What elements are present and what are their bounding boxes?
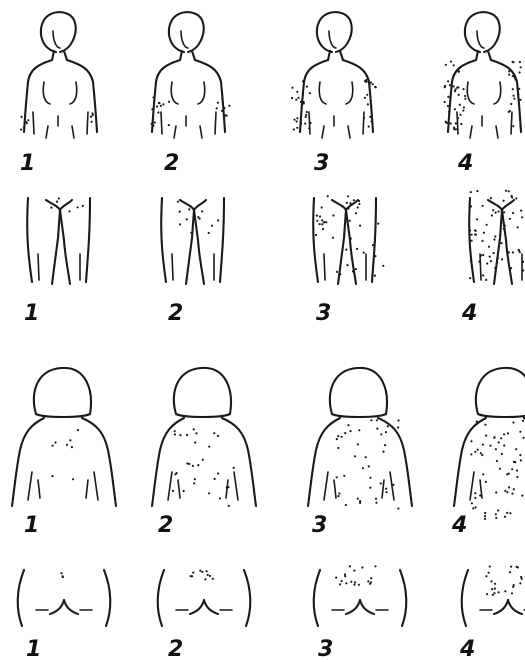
back-label-2: 2	[158, 513, 173, 538]
legs-figure-4	[469, 198, 525, 284]
legs-label-3: 3	[316, 301, 331, 326]
lower-back-label-4: 4	[459, 637, 475, 662]
chest-label-3: 3	[314, 151, 329, 176]
chest-figure-3	[300, 12, 373, 138]
legs-figure-1	[27, 198, 90, 284]
row-lower-back	[18, 570, 525, 626]
back-figure-2	[152, 368, 256, 506]
legs-label-1: 1	[24, 301, 39, 326]
lower-back-figure-1	[18, 570, 111, 626]
lower-back-label-3: 3	[318, 637, 333, 662]
legs-label-2: 2	[168, 301, 183, 326]
chest-label-2: 2	[164, 151, 179, 176]
chest-figure-1	[24, 12, 97, 138]
back-figure-3	[308, 368, 412, 506]
lower-back-figure-3	[314, 570, 407, 626]
back-figure-4	[454, 368, 525, 506]
back-label-1: 1	[24, 513, 39, 538]
hair-dots	[20, 60, 525, 596]
row-back	[12, 368, 525, 506]
row-chest	[24, 12, 521, 138]
back-label-3: 3	[312, 513, 327, 538]
lower-back-figure-4	[462, 570, 525, 626]
back-label-4: 4	[451, 513, 467, 538]
back-figure-1	[12, 368, 116, 506]
legs-label-4: 4	[461, 301, 477, 326]
lower-back-label-2: 2	[168, 637, 183, 662]
chest-label-4: 4	[457, 151, 473, 176]
legs-figure-2	[161, 198, 224, 284]
legs-figure-3	[313, 198, 376, 284]
lower-back-label-1: 1	[26, 637, 41, 662]
row-legs	[27, 198, 525, 284]
chest-label-1: 1	[20, 151, 35, 176]
chest-figure-2	[152, 12, 225, 138]
lower-back-figure-2	[158, 570, 251, 626]
